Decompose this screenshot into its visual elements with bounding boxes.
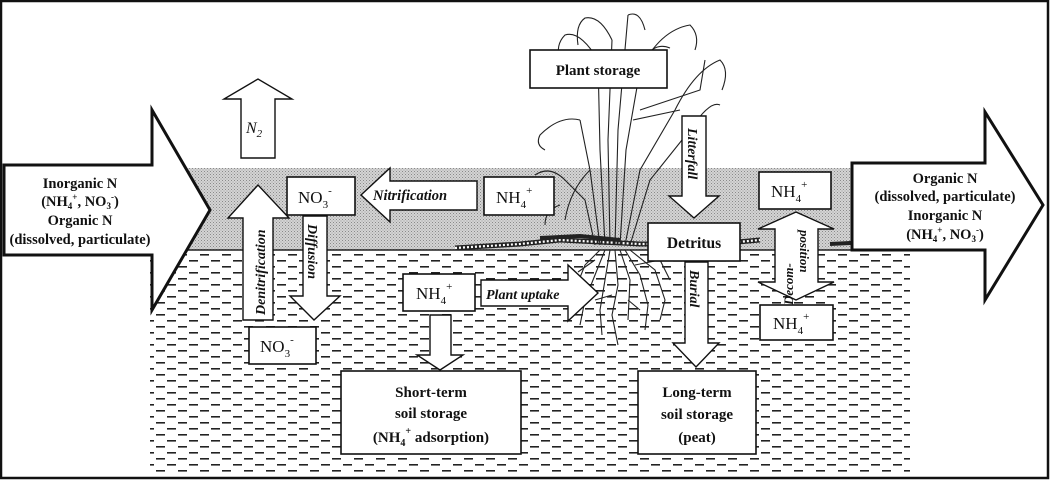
litterfall-arrow (667, 115, 721, 219)
inflow-label: Inorganic N (NH4+, NO3-) Organic N (diss… (10, 176, 151, 248)
nh4-decomp-bottom-label: NH4+ (773, 311, 809, 337)
long-term-line1: Long-term (662, 385, 732, 401)
plant-storage-label: Plant storage (556, 63, 641, 79)
inflow-line1: Inorganic N (43, 176, 118, 192)
detritus-box (647, 222, 741, 262)
nh4-water-label: NH4+ (496, 185, 532, 211)
long-term-storage-box (637, 370, 757, 455)
nh4-soil-box (402, 273, 476, 312)
short-term-line2: soil storage (395, 406, 467, 422)
inflow-line3: Organic N (48, 213, 113, 229)
nh4-soil-label: NH4+ (416, 281, 452, 307)
outflow-line4: (NH4+, NO3-) (906, 225, 984, 244)
n2-label: N2 (245, 120, 263, 140)
nh4-water-box (483, 176, 555, 216)
litterfall-label: Litterfall (684, 127, 699, 179)
adsorption-arrow (414, 314, 466, 371)
nitrification-arrow (359, 166, 478, 224)
no3-water-box (286, 176, 356, 216)
no3-water-label: NO3- (298, 185, 332, 211)
inflow-line2: (NH4+, NO3-) (41, 192, 119, 211)
n2-arrow (221, 78, 295, 159)
diffusion-label: Diffusion (304, 223, 319, 279)
short-term-storage-label: Short-term soil storage (NH4+ adsorption… (373, 385, 489, 449)
outflow-label: Organic N (dissolved, particulate) Inorg… (875, 171, 1016, 244)
plant-uptake-arrow (480, 263, 600, 323)
detritus-label: Detritus (667, 235, 721, 252)
nh4-decomp-bottom-box (759, 304, 834, 341)
denitrification-arrow (226, 183, 291, 321)
decomposition-label-2: position (797, 229, 812, 273)
no3-soil-box (248, 326, 317, 365)
nh4-decomp-top-label: NH4+ (771, 179, 807, 205)
burial-arrow (671, 261, 721, 369)
decomposition-label-1: Decom- (781, 263, 796, 306)
burial-label: Burial (686, 269, 701, 307)
decomposition-arrow (757, 211, 835, 301)
nh4-decomp-top-box (758, 171, 832, 210)
short-term-line1: Short-term (395, 385, 467, 401)
long-term-storage-label: Long-term soil storage (peat) (661, 385, 733, 446)
inflow-line4: (dissolved, particulate) (10, 232, 151, 248)
outflow-line1: Organic N (913, 171, 978, 187)
diffusion-arrow (288, 215, 342, 321)
outflow-line2: (dissolved, particulate) (875, 189, 1016, 205)
short-term-storage-box (340, 370, 522, 455)
rhizome (454, 233, 871, 251)
plant-storage-box (529, 49, 668, 89)
short-term-line3: (NH4+ adsorption) (373, 426, 489, 449)
long-term-line3: (peat) (678, 430, 716, 446)
outflow-line3: Inorganic N (908, 208, 983, 224)
nitrification-label: Nitrification (372, 188, 447, 204)
denitrification-label: Denitrification (254, 229, 269, 316)
no3-soil-label: NO3- (260, 334, 294, 360)
inflow-arrow (2, 104, 212, 316)
plant-uptake-label: Plant uptake (486, 288, 560, 303)
long-term-line2: soil storage (661, 407, 733, 423)
outflow-arrow (850, 106, 1045, 306)
